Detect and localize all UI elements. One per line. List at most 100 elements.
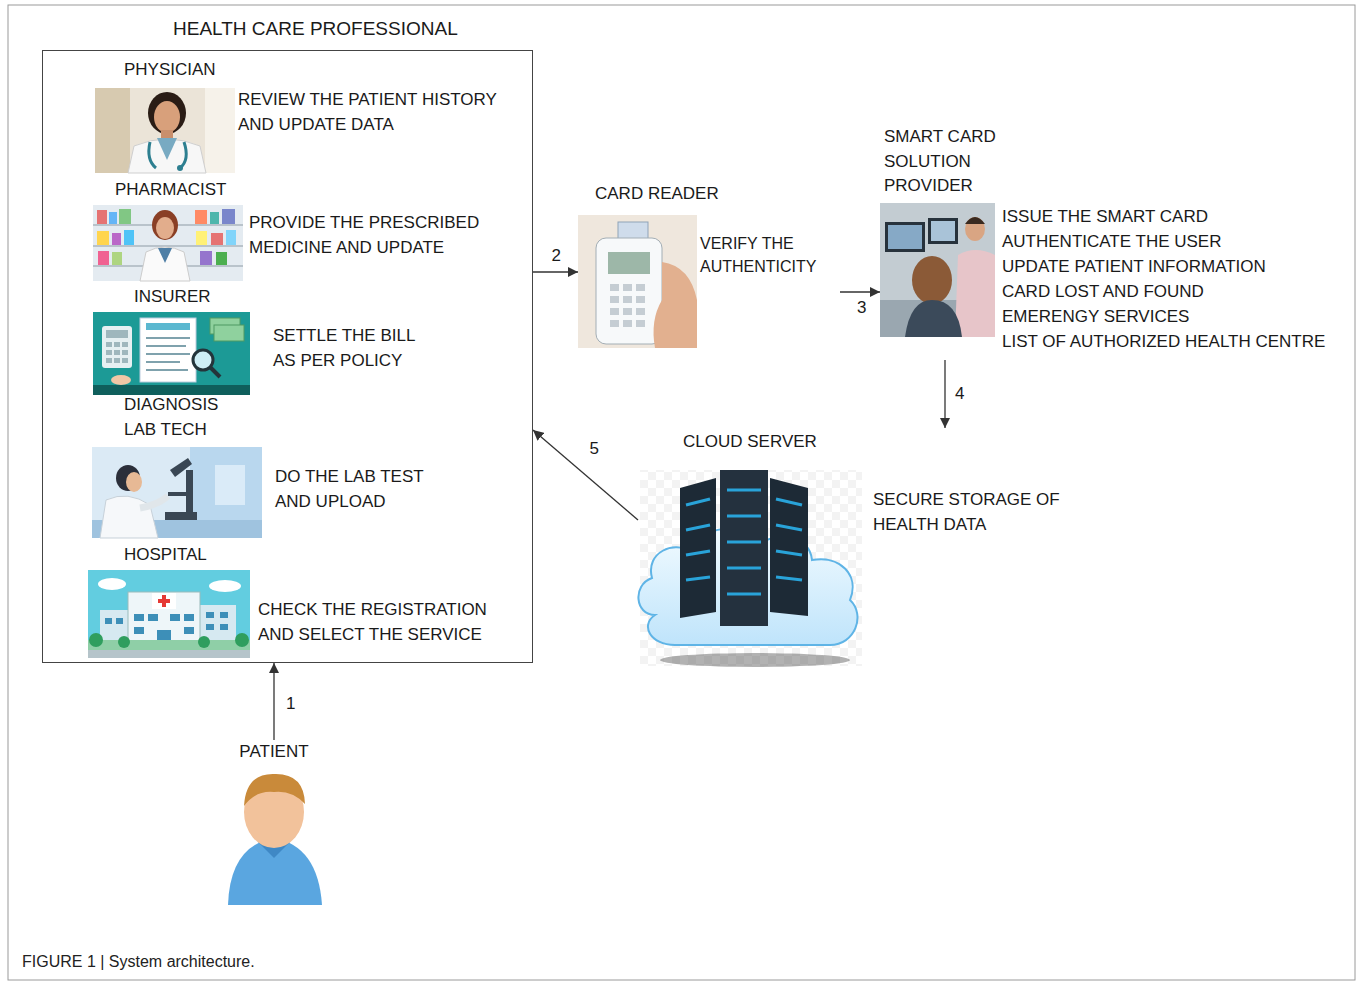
patient-icon <box>228 774 322 905</box>
pharmacist-photo <box>158 248 172 263</box>
insurer-illustration <box>106 342 112 347</box>
hospital-illustration <box>116 618 123 624</box>
hospital-illustration <box>89 633 103 647</box>
group-title: HEALTH CARE PROFESSIONAL <box>173 15 503 43</box>
lab-tech-photo <box>140 496 168 508</box>
cloud-server-illustration <box>770 478 808 616</box>
physician-photo <box>154 101 180 133</box>
insurer-illustration <box>146 361 180 363</box>
provider-photo <box>928 218 958 244</box>
insurer-illustration <box>146 337 190 339</box>
patient-icon <box>228 838 322 905</box>
service-item: LIST OF AUTHORIZED HEALTH CENTRE <box>1002 330 1337 355</box>
hospital-illustration <box>88 570 250 658</box>
service-item: CARD LOST AND FOUND <box>1002 280 1337 305</box>
card-reader-photo <box>623 296 632 303</box>
connector-group <box>274 272 945 740</box>
hospital-illustration <box>235 633 249 647</box>
pharmacist-photo <box>93 205 243 281</box>
pharmacist-photo <box>98 251 109 265</box>
lab-tech-photo <box>170 458 192 477</box>
card-reader-photo <box>608 252 650 274</box>
cloud-server-illustration <box>727 489 761 492</box>
hospital-illustration <box>198 636 210 648</box>
physician-photo <box>128 139 206 173</box>
cloud-server-illustration <box>776 525 802 530</box>
hospital-illustration <box>105 618 112 624</box>
pharmacist-photo <box>124 230 134 245</box>
pharmacist-photo <box>196 231 207 245</box>
patient-node: PATIENT <box>219 740 329 910</box>
pharmacist-photo <box>109 212 117 224</box>
pharmacist-photo <box>226 230 236 245</box>
lab-tech-photo <box>92 447 262 538</box>
insurer-illustration <box>210 367 220 377</box>
provider-photo <box>885 222 925 252</box>
hospital-illustration <box>88 570 250 658</box>
service-item: AUTHENTICATE THE USER <box>1002 230 1337 255</box>
card-reader-photo <box>610 308 619 315</box>
role-title: PHYSICIAN <box>124 58 254 83</box>
node-task: VERIFY THE AUTHENTICITY <box>700 232 840 278</box>
step-number: 2 <box>550 246 563 266</box>
flow-arrow <box>840 291 880 292</box>
provider-photo <box>965 217 985 224</box>
hospital-illustration <box>152 593 176 609</box>
step-number: 3 <box>855 298 868 318</box>
hospital-illustration <box>134 614 144 621</box>
insurer-illustration <box>146 345 186 347</box>
insurer-illustration <box>93 385 250 395</box>
service-item: ISSUE THE SMART CARD <box>1002 205 1337 230</box>
flow-arrow <box>273 663 274 740</box>
role-item: PHARMACISTPROVIDE THE PRESCRIBED MEDICIN… <box>90 178 530 282</box>
figure-caption: FIGURE 1 | System architecture. <box>22 952 255 973</box>
insurer-illustration <box>111 375 131 385</box>
pharmacist-photo <box>119 209 131 224</box>
pharmacist-photo <box>97 210 107 224</box>
pharmacist-photo <box>200 251 212 265</box>
card-reader-photo <box>610 296 619 303</box>
card-reader-node: CARD READERVERIFY THE AUTHENTICITY <box>578 180 840 350</box>
cloud-server-illustration <box>776 551 802 555</box>
step-number: 5 <box>588 439 601 459</box>
provider-photo <box>965 217 985 241</box>
card-reader-photo <box>578 215 697 348</box>
physician-photo <box>205 88 235 173</box>
cloud-server-illustration <box>727 541 761 544</box>
physician-photo <box>95 88 130 173</box>
role-item: HOSPITALCHECK THE REGISTRATION AND SELEC… <box>86 543 530 660</box>
insurer-illustration <box>114 342 120 347</box>
card-reader-photo <box>636 320 645 327</box>
insurer-illustration <box>146 353 190 355</box>
provider-photo <box>955 250 995 337</box>
role-item: INSURERSETTLE THE BILL AS PER POLICY <box>90 284 530 396</box>
provider-photo <box>931 221 955 241</box>
flow-arrow <box>533 430 638 520</box>
insurer-illustration <box>140 318 196 382</box>
node-title: SMART CARD SOLUTION PROVIDER <box>884 125 1009 199</box>
cloud-server-illustration <box>720 470 768 626</box>
hospital-illustration <box>220 612 228 618</box>
cloud-server-illustration <box>686 551 710 555</box>
lab-tech-photo <box>92 447 262 538</box>
insurer-illustration <box>146 369 188 371</box>
role-item: PHYSICIANREVIEW THE PATIENT HISTORY AND … <box>88 58 530 176</box>
role-task: SETTLE THE BILL AS PER POLICY <box>273 324 433 373</box>
patient-icon <box>244 774 305 806</box>
cloud-server-illustration <box>776 577 802 580</box>
insurer-illustration <box>114 350 120 355</box>
cloud-server-illustration <box>680 478 716 618</box>
pharmacist-photo <box>211 233 223 245</box>
card-reader-photo <box>596 238 662 344</box>
hospital-illustration <box>162 595 166 607</box>
role-task: PROVIDE THE PRESCRIBED MEDICINE AND UPDA… <box>249 211 499 260</box>
physician-photo <box>95 88 235 173</box>
card-reader-photo <box>623 320 632 327</box>
card-reader-photo <box>610 284 619 291</box>
hospital-illustration <box>170 614 180 621</box>
card-reader-photo <box>636 284 645 291</box>
cloud-server-illustration <box>660 653 850 667</box>
pharmacist-photo <box>112 233 121 245</box>
pharmacist-photo <box>97 231 109 245</box>
